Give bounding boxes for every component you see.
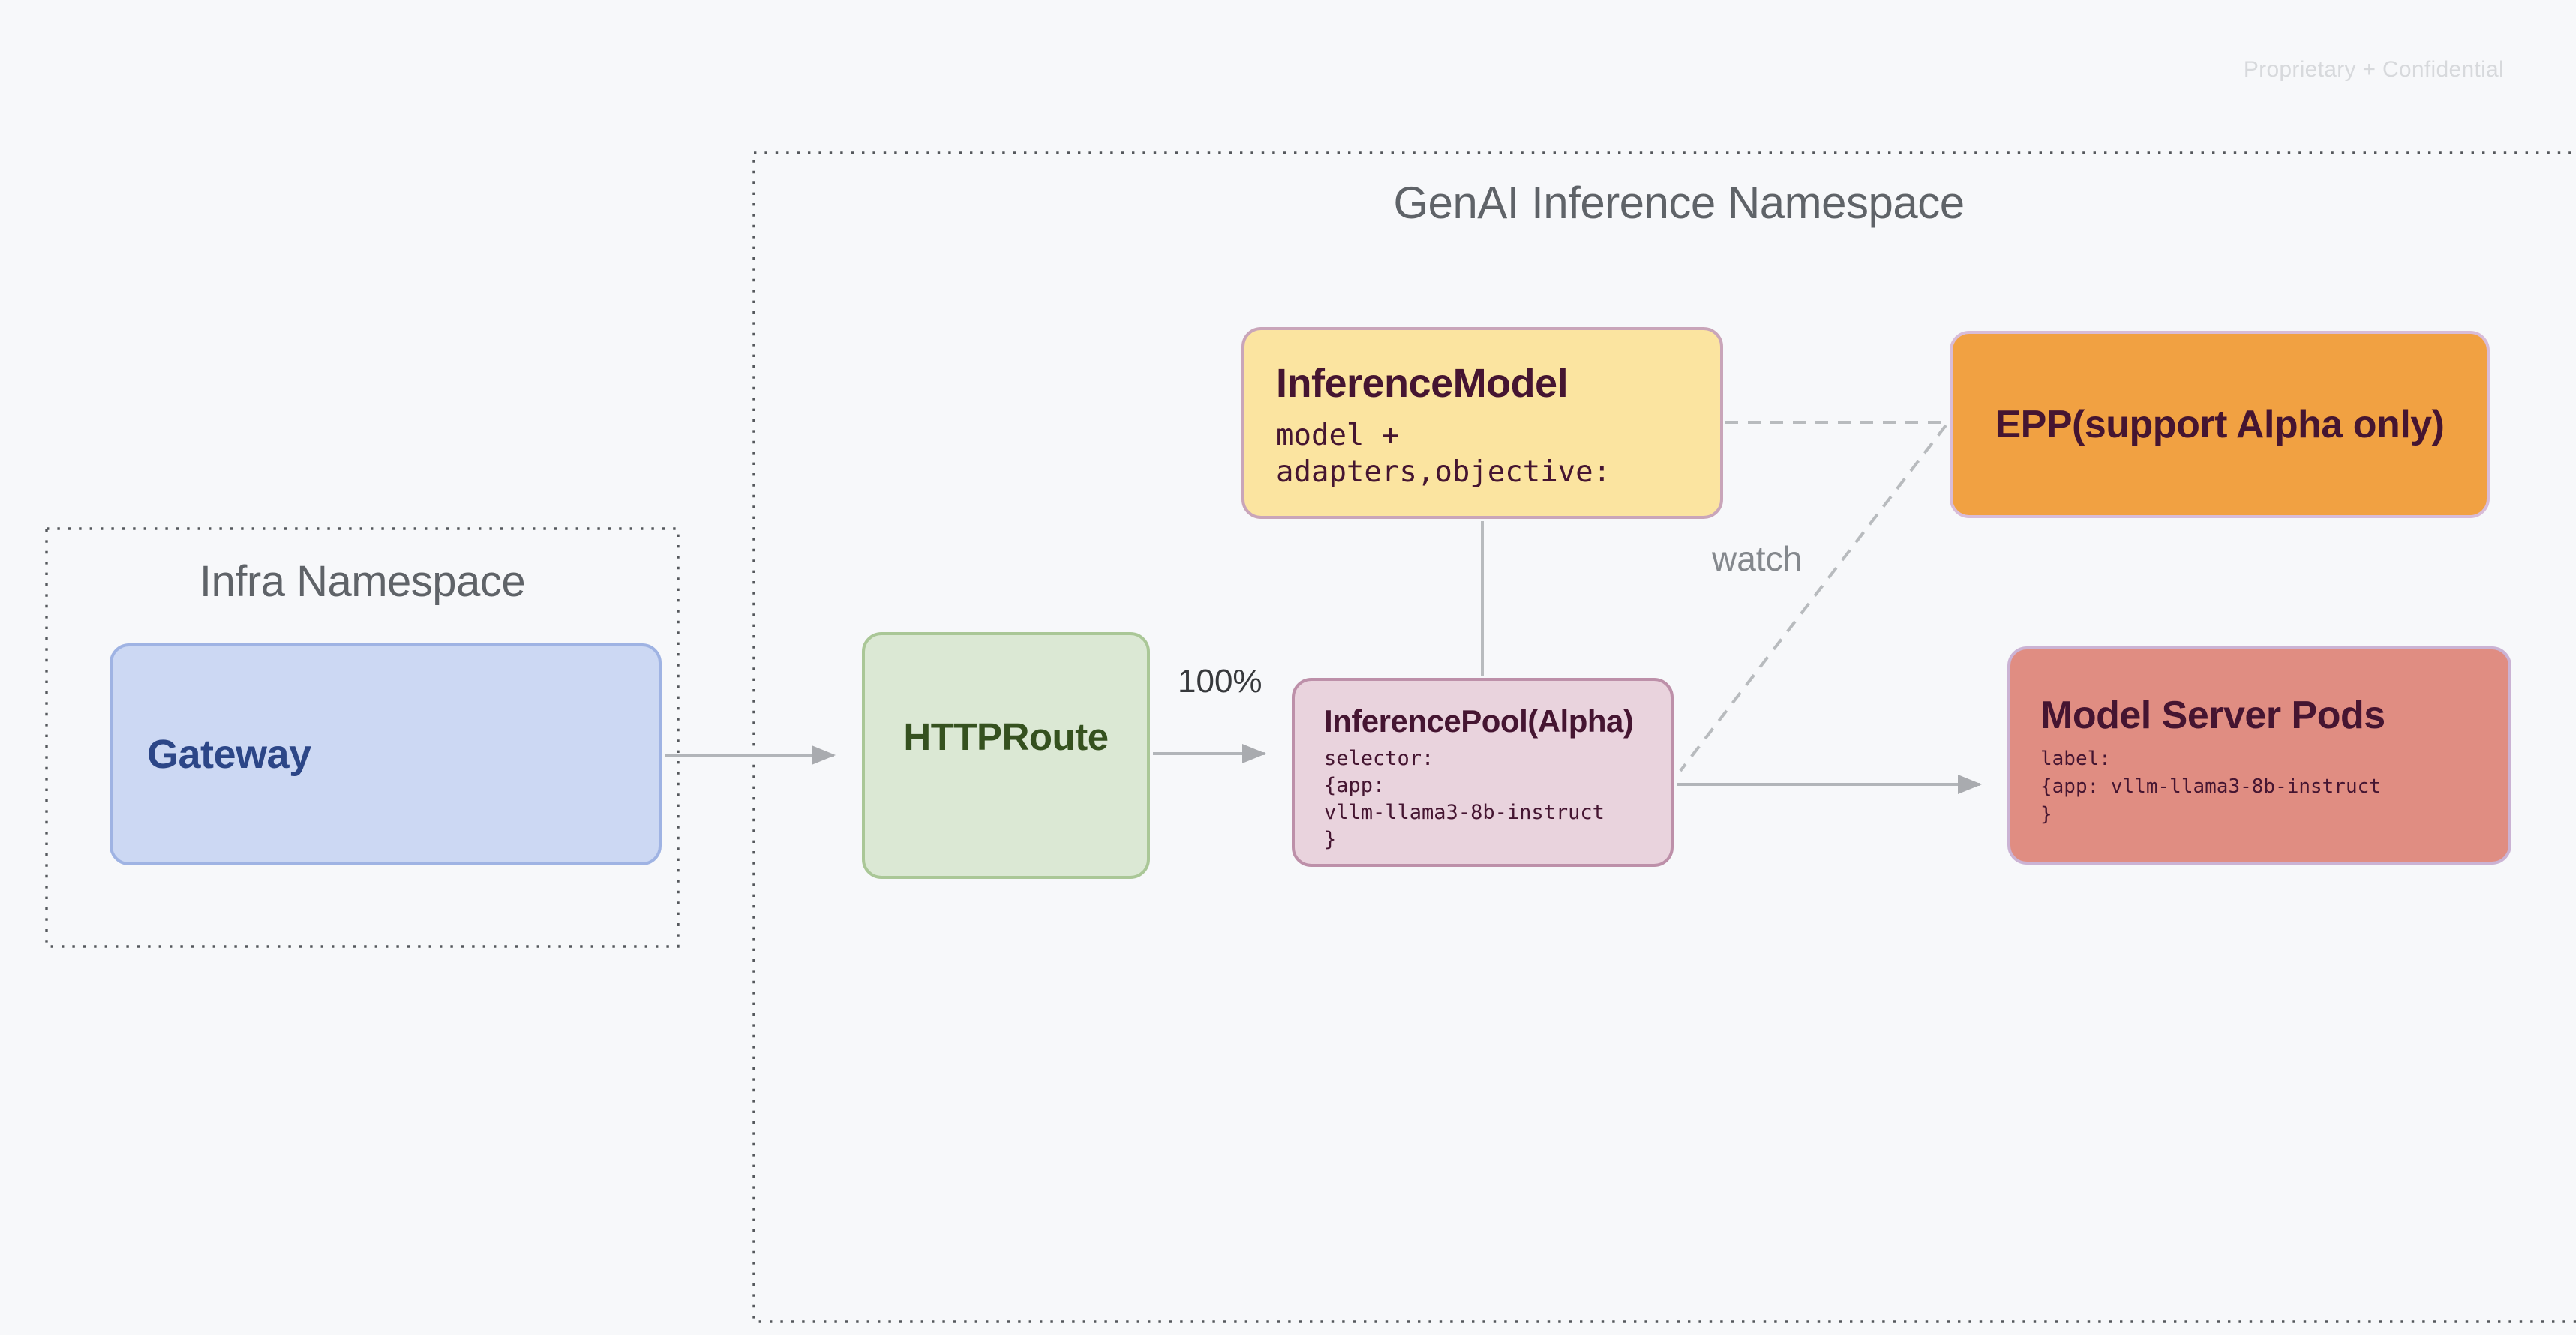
node-gateway: Gateway <box>110 644 662 866</box>
epp-title: EPP(support Alpha only) <box>1995 403 2445 446</box>
watch-label: watch <box>1712 539 1803 578</box>
watermark-text: Proprietary + Confidential <box>2243 57 2504 82</box>
inference-model-spec-line: model + <box>1276 418 1400 452</box>
genai-namespace-title: GenAI Inference Namespace <box>1393 178 1965 228</box>
node-inference-pool: InferencePool(Alpha) selector: {app: vll… <box>1292 678 1674 867</box>
httproute-title: HTTPRoute <box>903 716 1109 758</box>
inference-pool-title: InferencePool(Alpha) <box>1324 704 1634 739</box>
inference-model-spec-line: adapters,objective: <box>1276 455 1611 489</box>
node-httproute: HTTPRoute <box>862 632 1150 879</box>
route-weight-label: 100% <box>1178 663 1262 700</box>
inference-pool-spec-line: {app: <box>1324 774 1386 797</box>
inference-pool-spec-line: selector: <box>1324 747 1434 770</box>
model-server-pods-title: Model Server Pods <box>2040 694 2385 737</box>
inference-pool-spec-line: } <box>1324 828 1337 851</box>
infra-namespace-title: Infra Namespace <box>199 557 526 606</box>
node-epp: EPP(support Alpha only) <box>1950 331 2490 518</box>
model-server-pods-spec-line: } <box>2040 803 2052 826</box>
inference-pool-spec-line: vllm-llama3-8b-instruct <box>1324 801 1605 824</box>
gateway-title: Gateway <box>147 732 311 777</box>
node-model-server-pods: Model Server Pods label: {app: vllm-llam… <box>2007 646 2511 865</box>
node-inference-model: InferenceModel model + adapters,objectiv… <box>1241 327 1723 519</box>
model-server-pods-spec-line: label: <box>2040 748 2111 770</box>
inference-model-title: InferenceModel <box>1276 361 1569 406</box>
google-logo: Google <box>2382 1326 2557 1335</box>
model-server-pods-spec-line: {app: vllm-llama3-8b-instruct <box>2040 776 2381 798</box>
